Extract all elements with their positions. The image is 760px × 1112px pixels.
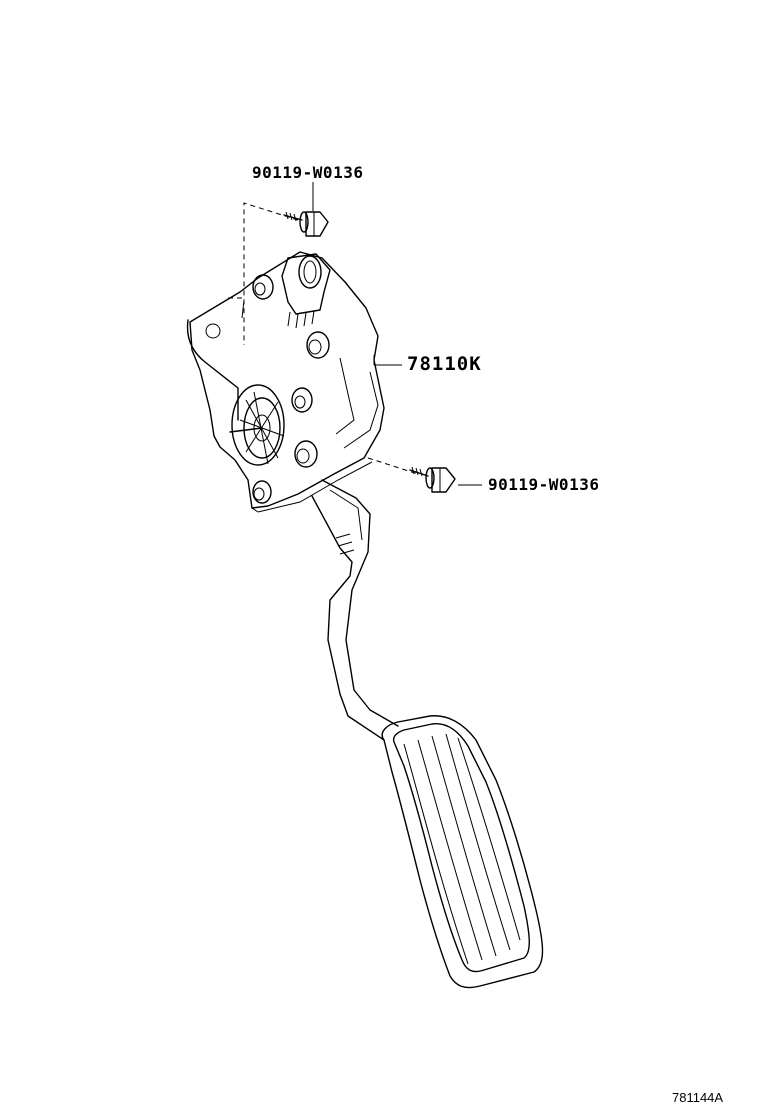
pedal-pivot-hub bbox=[229, 384, 285, 466]
callout-bolt-top: 90119-W0136 bbox=[252, 163, 364, 182]
sensor-connector bbox=[281, 253, 331, 329]
mounting-guide-lines bbox=[228, 202, 419, 475]
callout-bolt-right: 90119-W0136 bbox=[488, 475, 600, 494]
pedal-pad bbox=[381, 715, 544, 989]
leader-lines bbox=[312, 182, 482, 486]
callout-pedal-assembly: 78110K bbox=[407, 353, 482, 375]
mounting-bosses bbox=[252, 274, 330, 504]
diagram-code: 781144A bbox=[672, 1090, 724, 1105]
bolt-right-icon bbox=[409, 466, 456, 493]
bolt-top-icon bbox=[283, 211, 329, 237]
pedal-arm bbox=[311, 479, 399, 741]
